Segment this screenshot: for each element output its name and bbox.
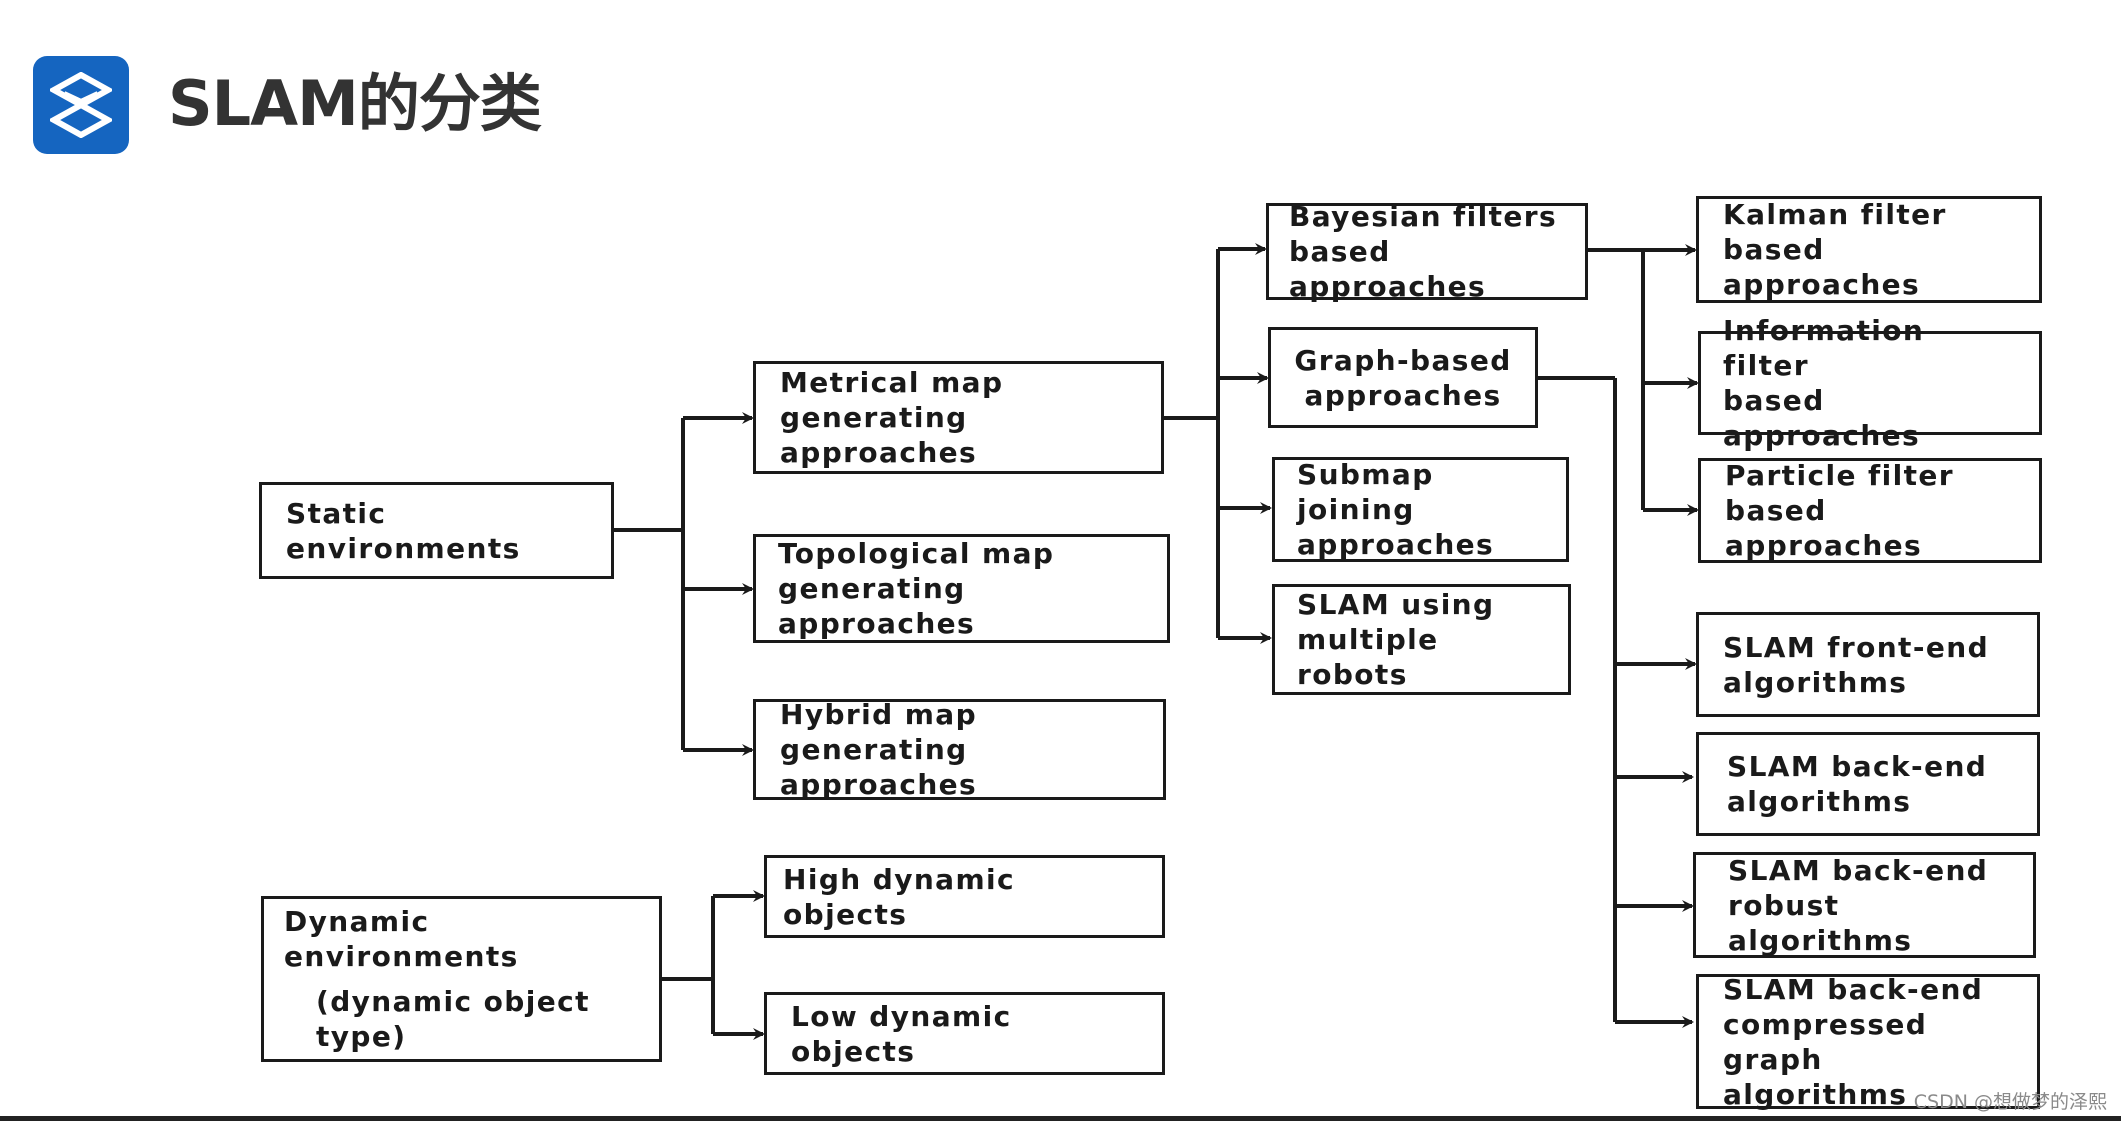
node-submap-joining: Submap joining approaches <box>1272 457 1569 562</box>
node-information-filter: Information filter based approaches <box>1698 314 2042 452</box>
node-particle-filter-label: Particle filter based approaches <box>1725 459 1954 562</box>
node-metrical-map: Metrical map generating approaches <box>753 361 1164 474</box>
node-hybrid-map: Hybrid map generating approaches <box>753 698 1166 801</box>
node-metrical-map-label: Metrical map generating approaches <box>780 366 1004 469</box>
node-slam-back-end-compressed: SLAM back-end compressed graph algorithm… <box>1696 972 2040 1111</box>
node-slam-back-end-label: SLAM back-end algorithms <box>1727 750 1988 818</box>
node-static-environments: Static environments <box>259 482 614 579</box>
node-static-environments-label: Static environments <box>286 496 521 565</box>
node-slam-back-end-robust-label: SLAM back-end robust algorithms <box>1728 853 1989 957</box>
node-dynamic-object-type-label: (dynamic object type) <box>316 985 590 1053</box>
node-hybrid-map-label: Hybrid map generating approaches <box>780 698 978 801</box>
node-graph-based-label: Graph-based approaches <box>1294 343 1512 412</box>
node-low-dynamic-objects: Low dynamic objects <box>764 992 1165 1075</box>
watermark: CSDN @想做梦的泽熙 <box>1913 1091 2107 1113</box>
node-high-dynamic-objects: High dynamic objects <box>764 855 1165 938</box>
node-topological-map: Topological map generating approaches <box>753 534 1170 643</box>
node-bayesian-filters-label: Bayesian filters based approaches <box>1289 200 1558 303</box>
node-graph-based: Graph-based approaches <box>1268 327 1538 428</box>
node-slam-back-end-compressed-label: SLAM back-end compressed graph algorithm… <box>1723 972 1984 1111</box>
node-high-dynamic-objects-label: High dynamic objects <box>783 862 1016 931</box>
node-dynamic-environments-label: Dynamic environments <box>284 905 519 973</box>
node-information-filter-label: Information filter based approaches <box>1723 314 1925 452</box>
node-submap-joining-label: Submap joining approaches <box>1297 458 1495 561</box>
logo-s-icon <box>50 72 112 138</box>
node-slam-back-end: SLAM back-end algorithms <box>1696 732 2040 836</box>
app-logo <box>33 56 129 154</box>
node-multiple-robots: SLAM using multiple robots <box>1272 584 1571 695</box>
node-particle-filter: Particle filter based approaches <box>1698 458 2042 563</box>
node-kalman-filter: Kalman filter based approaches <box>1696 196 2042 303</box>
bottom-divider <box>0 1116 2121 1121</box>
node-slam-front-end: SLAM front-end algorithms <box>1696 612 2040 717</box>
node-multiple-robots-label: SLAM using multiple robots <box>1297 588 1495 691</box>
node-topological-map-label: Topological map generating approaches <box>778 537 1055 640</box>
node-kalman-filter-label: Kalman filter based approaches <box>1723 198 1947 301</box>
node-slam-back-end-robust: SLAM back-end robust algorithms <box>1693 852 2036 958</box>
node-dynamic-environments: Dynamic environments (dynamic object typ… <box>261 896 662 1062</box>
node-bayesian-filters: Bayesian filters based approaches <box>1266 200 1588 303</box>
node-slam-front-end-label: SLAM front-end algorithms <box>1723 630 1990 699</box>
page-title: SLAM的分类 <box>168 67 542 140</box>
node-low-dynamic-objects-label: Low dynamic objects <box>791 999 1012 1068</box>
